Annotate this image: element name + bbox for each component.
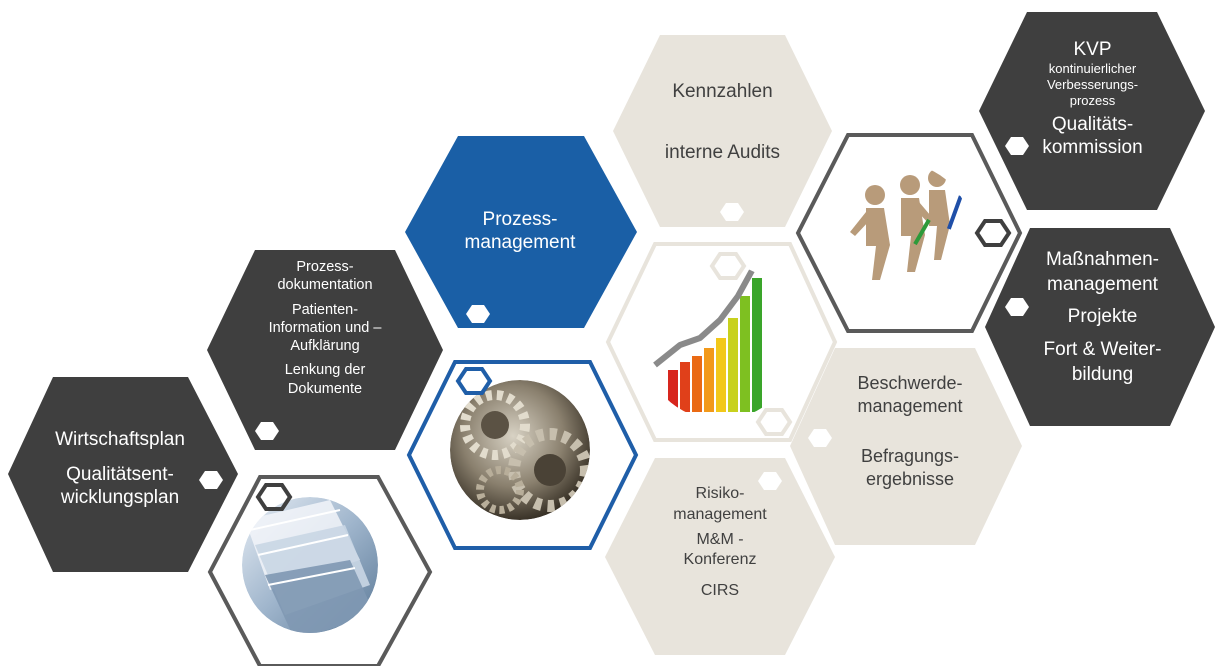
line-mm: M&M - xyxy=(696,530,744,548)
line-dokumente: Dokumente xyxy=(287,380,363,397)
hex-prozessmanagement xyxy=(405,136,637,328)
bar-chart-icon xyxy=(642,264,798,420)
papers-icon xyxy=(242,497,378,633)
line-prozess: Prozess- xyxy=(296,259,354,275)
line-management-massnahmen: management xyxy=(1047,273,1158,295)
text-kvp: KVP kontinuierlicher Verbesserungs- proz… xyxy=(1000,38,1185,159)
text-prozessmanagement: Prozess- management xyxy=(430,208,610,254)
small-hex-marker xyxy=(709,252,747,280)
line-kvp: KVP xyxy=(1073,39,1112,60)
small-hex-markers xyxy=(199,137,1029,511)
text-wirtschaftsplan: Wirtschaftsplan Qualitätsent- wicklungsp… xyxy=(20,428,220,510)
line-aufklaerung: Aufklärung xyxy=(290,338,360,355)
line-patienten: Patienten- xyxy=(291,301,359,318)
small-hex-marker xyxy=(199,471,223,489)
small-hex-marker xyxy=(1005,298,1029,316)
line-projekte: Projekte xyxy=(1067,306,1138,328)
text-kennzahlen: Kennzahlen interne Audits xyxy=(625,80,820,164)
running-figures-icon xyxy=(828,163,972,307)
hex-massnahmen xyxy=(985,228,1215,426)
line-qualitaets: Qualitäts- xyxy=(1051,113,1134,135)
small-hex-marker xyxy=(255,422,279,440)
small-hex-marker xyxy=(720,203,744,221)
text-beschwerdemanagement: Beschwerde- management Befragungs- ergeb… xyxy=(815,372,1005,492)
line-ergebnisse: ergebnisse xyxy=(865,469,955,490)
hex-beschwerdemanagement xyxy=(790,348,1022,545)
line-qualitaetsent: Qualitätsent- xyxy=(66,464,174,486)
line-management-blue: management xyxy=(464,232,576,254)
small-hex-marker xyxy=(255,483,293,511)
line-bildung: bildung xyxy=(1071,363,1134,385)
line-interne-audits: interne Audits xyxy=(664,142,781,164)
small-hex-marker xyxy=(755,408,793,436)
small-hex-marker xyxy=(974,219,1012,247)
small-hex-marker xyxy=(758,472,782,490)
hex-kvp xyxy=(979,12,1205,210)
small-hex-marker xyxy=(466,305,490,323)
text-prozessdokumentation: Prozess- dokumentation Patienten- Inform… xyxy=(240,258,410,398)
line-konferenz: Konferenz xyxy=(683,551,757,569)
line-kontinuierlicher: kontinuierlicher xyxy=(1048,61,1137,77)
line-verbesserungs: Verbesserungs- xyxy=(1046,77,1139,93)
line-prozess-blue: Prozess- xyxy=(482,209,558,230)
line-wirtschaftsplan: Wirtschaftsplan xyxy=(55,429,185,450)
line-dokumentation: dokumentation xyxy=(277,277,373,294)
line-prozess-kvp: prozess xyxy=(1069,92,1116,108)
line-kommission: kommission xyxy=(1042,136,1143,158)
small-hex-marker xyxy=(455,367,493,395)
line-fort-weiter: Fort & Weiter- xyxy=(1043,339,1162,361)
line-beschwerde: Beschwerde- xyxy=(857,373,963,393)
line-risiko: Risiko- xyxy=(695,485,745,502)
line-lenkung: Lenkung der xyxy=(284,362,366,379)
line-kennzahlen: Kennzahlen xyxy=(672,81,773,102)
line-management-beschwerde: management xyxy=(857,396,963,417)
text-massnahmen: Maßnahmen- management Projekte Fort & We… xyxy=(1010,248,1195,387)
small-hex-marker xyxy=(1005,137,1029,155)
line-massnahmen: Maßnahmen- xyxy=(1046,249,1159,270)
hex-kennzahlen xyxy=(613,35,832,227)
hex-wirtschaftsplan xyxy=(8,377,238,572)
text-risikomanagement: Risiko- management M&M - Konferenz CIRS xyxy=(635,484,805,602)
gears-icon xyxy=(450,380,590,520)
hex-prozessdokumentation xyxy=(207,250,443,450)
line-befragungs: Befragungs- xyxy=(860,445,960,466)
small-hex-marker xyxy=(808,429,832,447)
line-wicklungsplan: wicklungsplan xyxy=(60,487,180,509)
line-information: Information und – xyxy=(268,319,382,336)
line-cirs: CIRS xyxy=(700,582,740,600)
hex-risikomanagement xyxy=(605,458,835,655)
line-management-risiko: management xyxy=(673,505,767,523)
